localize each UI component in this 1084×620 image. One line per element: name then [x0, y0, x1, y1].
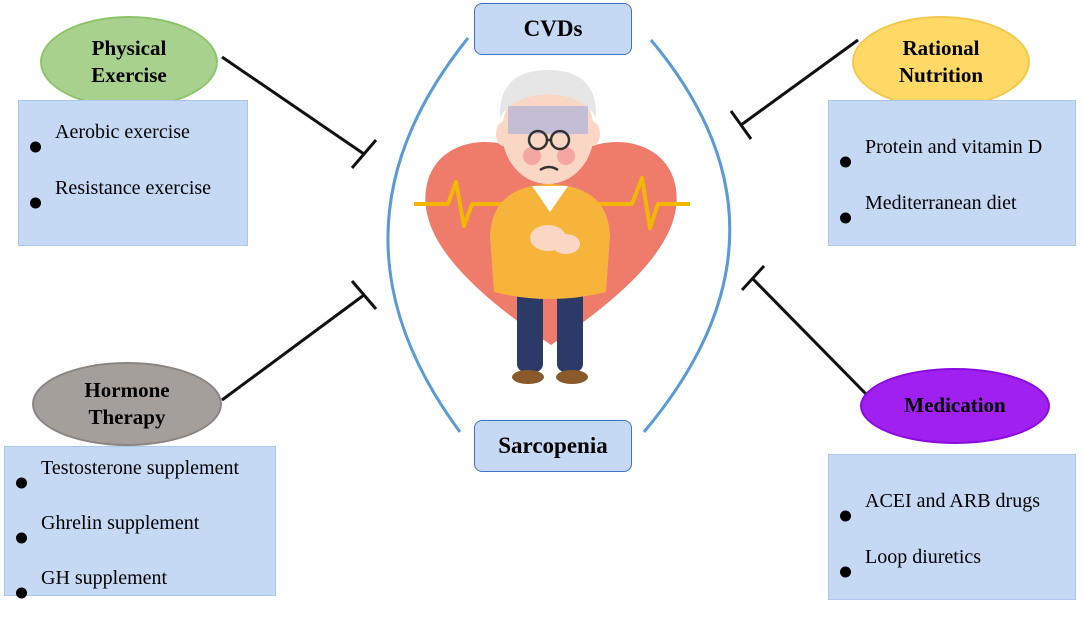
cvds-label: CVDs — [474, 3, 632, 55]
elderly-man-with-heart-icon — [414, 70, 690, 384]
list-item: Aerobic exercise — [19, 119, 247, 175]
physical-exercise-box: Aerobic exercise Resistance exercise — [18, 100, 248, 246]
list-item: Ghrelin supplement — [5, 510, 275, 565]
list-item: ACEI and ARB drugs — [829, 488, 1075, 544]
list-item: Loop diuretics — [829, 544, 1075, 600]
rational-nutrition-box: Protein and vitamin D Mediterranean diet — [828, 100, 1076, 246]
hormone-therapy-title-line2: Therapy — [88, 405, 166, 429]
list-item: Protein and vitamin D — [829, 134, 1075, 190]
hormone-therapy-title-line1: Hormone — [84, 377, 170, 402]
sarcopenia-label: Sarcopenia — [474, 420, 632, 472]
physical-exercise-title-line2: Exercise — [91, 63, 167, 87]
right-arc — [642, 39, 732, 433]
list-item: Testosterone supplement — [5, 455, 275, 510]
rational-nutrition-title-line1: Rational — [902, 35, 980, 60]
inhibition-connector-medication — [740, 264, 868, 396]
list-item: GH supplement — [5, 565, 275, 620]
medication-label: Medication — [860, 368, 1050, 444]
medication-box: ACEI and ARB drugs Loop diuretics — [828, 454, 1076, 600]
list-item: Mediterranean diet — [829, 190, 1075, 246]
diagram-canvas — [221, 37, 868, 433]
medication-title: Medication — [904, 393, 1006, 418]
inhibition-connector-hormone — [221, 280, 378, 402]
rational-nutrition-title-line2: Nutrition — [899, 63, 983, 87]
hormone-therapy-label: Hormone Therapy — [32, 362, 222, 446]
left-arc — [386, 37, 470, 433]
inhibition-connector-physical — [221, 55, 378, 169]
hormone-therapy-box: Testosterone supplement Ghrelin suppleme… — [4, 446, 276, 596]
list-item: Resistance exercise — [19, 175, 247, 231]
inhibition-connector-nutrition — [729, 38, 859, 140]
rational-nutrition-label: Rational Nutrition — [852, 16, 1030, 108]
physical-exercise-title-line1: Physical — [91, 35, 167, 60]
physical-exercise-label: Physical Exercise — [40, 16, 218, 108]
